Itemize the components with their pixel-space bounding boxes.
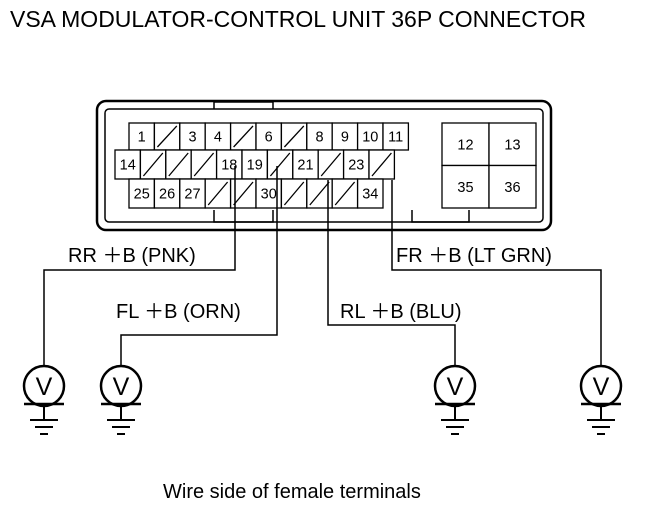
ground-icon [30, 406, 58, 435]
terminal-row1-11-label: 11 [388, 130, 403, 146]
terminal-row1-2-blank-slash [156, 125, 178, 148]
terminal-row1-3-cell [179, 122, 206, 151]
terminal-row3-3-cell [179, 178, 206, 209]
voltmeter-symbol: V [113, 373, 130, 401]
terminal-row3-10-cell [356, 178, 384, 209]
voltmeter-symbol: V [447, 373, 464, 401]
terminal-row3-8-blank-slash [309, 181, 330, 206]
rl-wire [327, 180, 456, 372]
terminal-big-4-cell [488, 164, 537, 209]
terminal-row1-3-label: 3 [188, 130, 196, 146]
terminal-row2-11-blank-slash [371, 152, 392, 177]
terminal-row2-1-cell [114, 149, 142, 180]
terminal-row2-5-label: 18 [221, 158, 237, 174]
rl-wire-label: RL ＋B (BLU) [340, 301, 462, 323]
fl-wire [120, 166, 278, 372]
terminal-row2-7-blank-slash [269, 152, 291, 177]
fr-wire-label: FR ＋B (LT GRN) [396, 245, 552, 267]
terminal-row1-4-label: 4 [214, 130, 222, 146]
ground-icon [107, 406, 135, 435]
terminal-row2-3-blank-slash [168, 152, 189, 177]
diagram-caption: Wire side of female terminals [163, 481, 421, 503]
terminal-row2-8-cell [292, 149, 319, 180]
terminal-row3-5-blank-slash [233, 181, 254, 206]
terminal-big-4-label: 36 [504, 180, 520, 196]
terminal-row1-6-label: 6 [265, 130, 273, 146]
terminal-row1-1-label: 1 [138, 130, 146, 146]
terminal-row1-5-blank-slash [233, 125, 254, 148]
terminal-row1-10-label: 10 [362, 130, 378, 146]
terminal-row3-1-label: 25 [134, 187, 150, 203]
terminal-row2-8-label: 21 [297, 158, 313, 174]
terminal-row1-8-cell [306, 122, 333, 151]
terminal-row2-6-label: 19 [247, 158, 263, 174]
rr-wire-label: RR ＋B (PNK) [68, 245, 196, 267]
ground-icon [441, 406, 469, 435]
terminal-row1-8-label: 8 [315, 130, 323, 146]
terminal-row2-1-label: 14 [120, 158, 136, 174]
voltmeter-icon: V [433, 364, 477, 408]
wires [43, 166, 602, 372]
terminal-row3-1-cell [128, 178, 156, 209]
terminal-row2-4-blank-slash [193, 152, 215, 177]
voltmeter-icon: V [99, 364, 143, 408]
terminal-big-3-cell [441, 164, 490, 209]
terminal-row2-10-cell [342, 149, 370, 180]
terminal-big-1-cell [441, 122, 490, 167]
terminal-row1-9-label: 9 [341, 130, 349, 146]
terminal-row2-9-blank-slash [320, 152, 342, 177]
fr-wire [391, 180, 602, 372]
ground-icon [587, 406, 615, 435]
terminal-row3-10-label: 34 [362, 187, 378, 203]
voltmeter-symbol: V [36, 373, 53, 401]
terminal-big-3-label: 35 [457, 180, 473, 196]
terminal-row3-2-label: 26 [159, 187, 175, 203]
terminal-big-1-label: 12 [457, 137, 473, 153]
terminal-row2-6-cell [241, 149, 269, 180]
connector-body [95, 99, 553, 232]
diagram-title: VSA MODULATOR-CONTROL UNIT 36P CONNECTOR [10, 6, 586, 32]
voltmeter-icon: V [579, 364, 623, 408]
voltmeter-symbol: V [593, 373, 610, 401]
terminal-row2-2-blank-slash [142, 152, 164, 177]
terminal-row3-6-label: 30 [261, 187, 277, 203]
terminal-big-2-label: 13 [504, 137, 520, 153]
terminal-row1-7-blank-slash [283, 125, 305, 148]
terminal-row3-9-blank-slash [334, 181, 356, 206]
terminal-row1-11-cell [382, 122, 410, 151]
rr-wire [43, 166, 236, 372]
terminal-row3-3-label: 27 [184, 187, 200, 203]
terminal-row2-10-label: 23 [348, 158, 364, 174]
terminal-row2-5-cell [215, 149, 243, 180]
voltmeter-icon: V [22, 364, 66, 408]
fl-wire-label: FL ＋B (ORN) [116, 301, 241, 323]
terminal-row3-7-blank-slash [283, 181, 305, 206]
terminal-row3-4-blank-slash [207, 181, 229, 206]
